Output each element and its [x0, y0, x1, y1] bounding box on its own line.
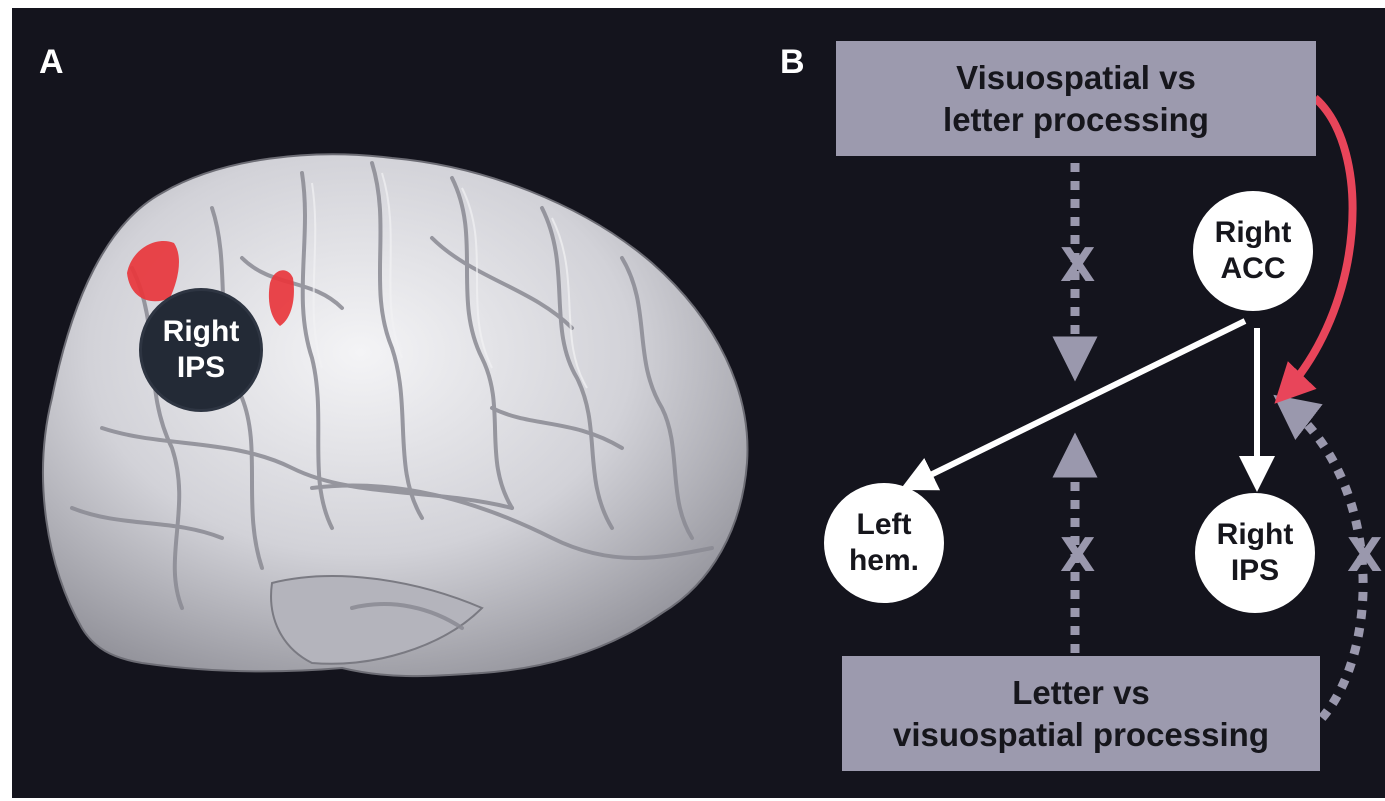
figure: A [12, 8, 1385, 798]
bottom-box-line-1: Letter vs [842, 672, 1320, 714]
brain-region-label-right-ips: Right IPS [139, 288, 263, 412]
bottom-contrast-box: Letter vs visuospatial processing [842, 656, 1320, 771]
node-right-acc: Right ACC [1193, 191, 1313, 311]
region-label-line-1: Right [163, 314, 240, 350]
top-box-line-1: Visuospatial vs [836, 57, 1316, 99]
node-left-hem: Left hem. [824, 483, 944, 603]
node-right-acc-line-2: ACC [1221, 251, 1286, 287]
brain-render [43, 154, 747, 676]
top-box-line-2: letter processing [836, 99, 1316, 141]
top-contrast-box: Visuospatial vs letter processing [836, 41, 1316, 156]
no-effect-x-right: X [1347, 528, 1382, 582]
node-right-ips-line-1: Right [1217, 517, 1294, 553]
bottom-box-line-2: visuospatial processing [842, 714, 1320, 756]
node-left-hem-line-1: Left [857, 507, 912, 543]
panel-b-label: B [780, 43, 805, 82]
node-left-hem-line-2: hem. [849, 543, 919, 579]
node-right-ips-line-2: IPS [1231, 553, 1279, 589]
no-effect-x-top: X [1060, 238, 1095, 292]
no-effect-x-middle: X [1060, 528, 1095, 582]
node-right-ips: Right IPS [1195, 493, 1315, 613]
node-right-acc-line-1: Right [1215, 215, 1292, 251]
region-label-line-2: IPS [177, 350, 225, 386]
